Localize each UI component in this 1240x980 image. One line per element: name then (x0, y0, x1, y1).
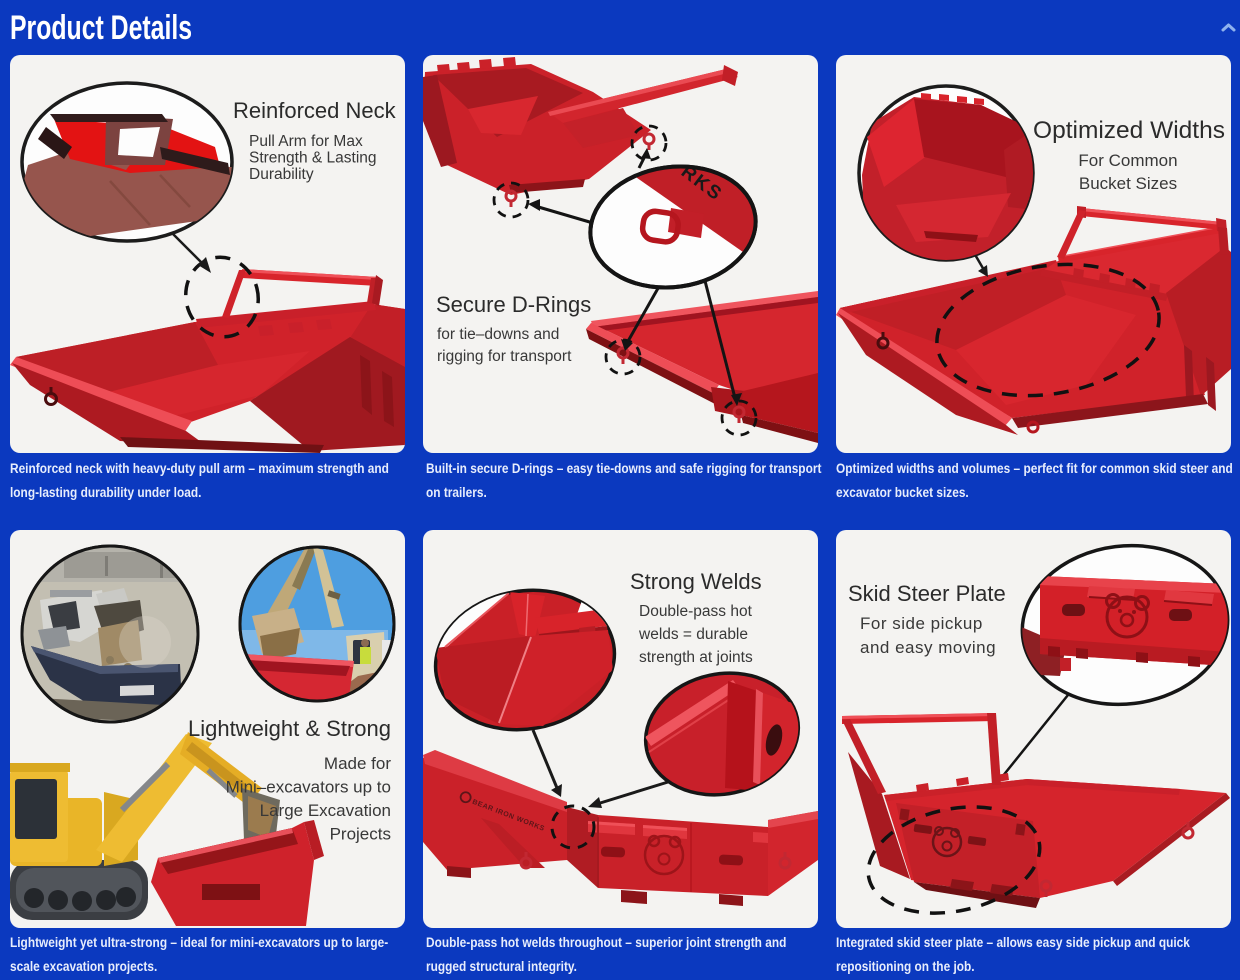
svg-text:Optimized Widths: Optimized Widths (1033, 117, 1225, 144)
svg-text:For side pickup: For side pickup (860, 614, 983, 633)
svg-text:Mini–excavators up to: Mini–excavators up to (226, 778, 391, 797)
svg-text:Strong Welds: Strong Welds (630, 569, 762, 594)
svg-text:Double-pass hot: Double-pass hot (639, 603, 753, 620)
svg-text:Pull Arm for Max: Pull Arm for Max (249, 133, 363, 150)
svg-text:Large Excavation: Large Excavation (260, 801, 391, 820)
svg-text:Projects: Projects (330, 825, 391, 844)
svg-text:Lightweight & Strong: Lightweight & Strong (188, 716, 391, 741)
svg-text:for tie–downs and: for tie–downs and (437, 326, 559, 343)
svg-text:Made for: Made for (324, 754, 391, 773)
svg-text:Secure D-Rings: Secure D-Rings (436, 292, 591, 317)
svg-text:Durability: Durability (249, 166, 314, 183)
svg-text:For Common: For Common (1078, 151, 1177, 170)
svg-text:Bucket Sizes: Bucket Sizes (1079, 174, 1177, 193)
svg-text:Strength & Lasting: Strength & Lasting (249, 150, 377, 167)
svg-text:welds = durable: welds = durable (638, 626, 748, 643)
svg-text:Reinforced Neck: Reinforced Neck (233, 98, 397, 123)
svg-text:Skid Steer Plate: Skid Steer Plate (848, 581, 1006, 606)
svg-text:and easy moving: and easy moving (860, 638, 996, 657)
svg-text:strength at joints: strength at joints (639, 649, 753, 666)
svg-text:rigging for transport: rigging for transport (437, 348, 572, 365)
